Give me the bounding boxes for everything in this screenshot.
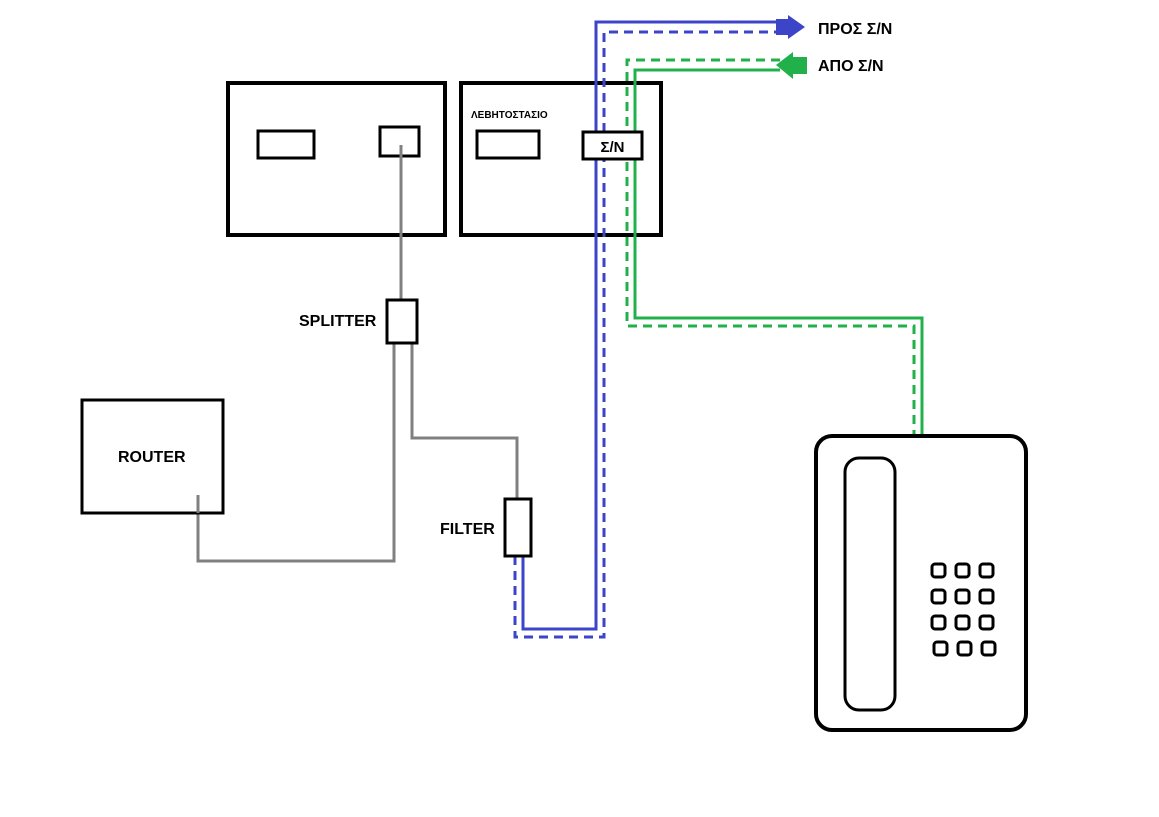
- adsl-cables: [196, 145, 519, 563]
- sn-box-frame: [581, 130, 644, 161]
- phone-key: [978, 562, 995, 579]
- splitter-to-filter-cable: [410, 343, 519, 499]
- phone-key: [978, 588, 995, 605]
- router-box: [80, 398, 225, 515]
- splitter-box: [385, 298, 419, 345]
- phone-key: [954, 588, 971, 605]
- filter-box: [503, 497, 533, 558]
- sn-box: Σ/Ν: [581, 130, 644, 161]
- phone-key: [954, 614, 971, 631]
- phone-key: [930, 588, 947, 605]
- telephone-icon: [814, 434, 1028, 732]
- sn-box-label: Σ/Ν: [600, 139, 624, 156]
- phone-key: [930, 562, 947, 579]
- phone-keypad: [930, 562, 997, 657]
- arrow-right-icon: [776, 15, 805, 39]
- phone-key: [980, 640, 997, 657]
- phone-key: [930, 614, 947, 631]
- outgoing-line-dashed: [513, 30, 780, 639]
- left-panel-slot: [256, 129, 316, 160]
- router-device: ROUTER: [80, 398, 225, 515]
- arrow-left-icon: [776, 52, 807, 79]
- phone-handset: [843, 456, 897, 712]
- splitter-to-router-cable: [196, 343, 396, 563]
- outgoing-line-solid: [521, 20, 780, 631]
- filter-label: FILTER: [440, 521, 495, 538]
- outgoing-line: [513, 20, 780, 639]
- router-label: ROUTER: [118, 449, 186, 466]
- boiler-room-label: ΛΕΒΗΤΟΣΤΑΣΙΟ: [471, 110, 548, 121]
- phone-key: [932, 640, 949, 657]
- incoming-line: [625, 58, 924, 436]
- phone-key: [954, 562, 971, 579]
- boiler-room-slot: [475, 129, 541, 160]
- from-sn-label: ΑΠΟ Σ/Ν: [818, 58, 884, 75]
- phone-key: [956, 640, 973, 657]
- splitter-device: SPLITTER: [299, 298, 419, 345]
- left-panel: [226, 81, 447, 237]
- splitter-label: SPLITTER: [299, 313, 377, 330]
- incoming-line-solid: [633, 68, 924, 436]
- incoming-line-dashed: [625, 58, 916, 436]
- to-sn-label: ΠΡΟΣ Σ/Ν: [818, 21, 892, 38]
- phone-key: [978, 614, 995, 631]
- filter-device: FILTER: [440, 497, 533, 558]
